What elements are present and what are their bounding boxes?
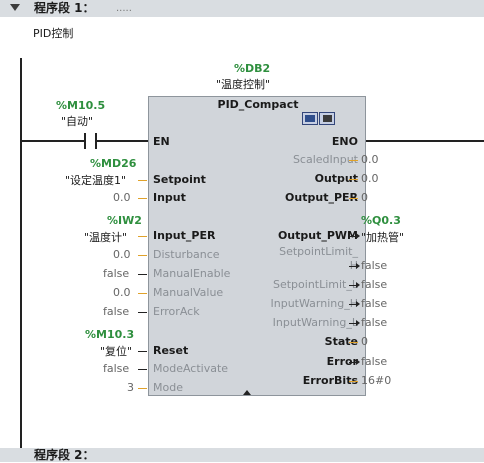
pin-manual-enable: ManualEnable <box>153 267 231 280</box>
input-warning-l-value[interactable]: false <box>361 316 388 329</box>
setpoint-operand-name[interactable]: "设定温度1" <box>65 174 127 187</box>
pin-error-bits: ErrorBits <box>302 374 358 387</box>
pin-error: Error <box>326 355 358 368</box>
input-wire <box>138 198 147 199</box>
manual-value-value[interactable]: 0.0 <box>113 286 131 299</box>
output-wire <box>349 179 358 180</box>
network-1-title: 程序段 1： <box>34 1 95 15</box>
error-ack-wire <box>138 312 147 313</box>
pin-input-warning-l: InputWarning_L <box>272 316 358 329</box>
contact-operand-name[interactable]: "自动" <box>61 115 94 128</box>
output-per-value[interactable]: 0 <box>361 191 368 204</box>
contact-left-bar[interactable] <box>84 133 86 149</box>
input-value[interactable]: 0.0 <box>113 191 131 204</box>
pin-input-warning-h: InputWarning_H <box>270 297 358 310</box>
contact-right-bar[interactable] <box>95 133 97 149</box>
pin-input: Input <box>153 191 186 204</box>
en-wire-right <box>97 140 148 142</box>
pin-error-ack: ErrorAck <box>153 305 200 318</box>
pin-reset: Reset <box>153 344 189 357</box>
block-title: PID_Compact <box>217 98 299 111</box>
scaled-input-wire <box>349 160 358 161</box>
setpoint-limit-l-arrow-icon <box>356 282 360 288</box>
input-warning-h-wire <box>349 304 357 305</box>
setpoint-limit-h-wire <box>349 266 357 267</box>
pin-setpoint-limit-l: SetpointLimit_L <box>272 278 358 291</box>
reset-operand-tag[interactable]: %M10.3 <box>85 328 135 341</box>
setpoint-wire <box>138 180 147 181</box>
en-wire-left <box>22 140 85 142</box>
state-value[interactable]: 0 <box>361 335 368 348</box>
block-db-tag[interactable]: %DB2 <box>234 62 271 75</box>
setpoint-limit-h-value[interactable]: false <box>361 259 388 272</box>
pin-setpoint-limit-h-line2: H <box>350 259 358 272</box>
pin-mode: Mode <box>153 381 183 394</box>
input-warning-l-wire <box>349 323 357 324</box>
block-param-icon[interactable] <box>319 112 335 125</box>
contact-operand-tag[interactable]: %M10.5 <box>56 99 106 112</box>
mode-activate-value[interactable]: false <box>103 362 130 375</box>
pin-input-per: Input_PER <box>153 229 216 242</box>
output-value[interactable]: 0.0 <box>361 172 379 185</box>
input-per-wire <box>138 236 147 237</box>
pin-eno: ENO <box>331 135 358 148</box>
output-pwm-wire <box>349 236 357 237</box>
network-2-header[interactable] <box>0 448 484 462</box>
state-wire <box>349 342 358 343</box>
output-pwm-operand-name[interactable]: "加热管" <box>361 231 405 244</box>
network-1-comment-placeholder[interactable]: ..... <box>116 3 132 14</box>
pin-en: EN <box>153 135 170 148</box>
mode-wire <box>138 388 147 389</box>
reset-wire <box>138 351 147 352</box>
input-warning-h-arrow-icon <box>356 301 360 307</box>
pid-compact-block[interactable]: PID_Compact <box>148 96 366 396</box>
input-warning-l-arrow-icon <box>356 320 360 326</box>
setpoint-operand-tag[interactable]: %MD26 <box>90 157 137 170</box>
manual-enable-value[interactable]: false <box>103 267 130 280</box>
eno-wire <box>366 140 484 142</box>
mode-activate-wire <box>138 369 147 370</box>
block-toolbar-icon[interactable] <box>302 112 318 125</box>
power-rail <box>20 58 22 448</box>
pin-output-per: Output_PER <box>285 191 358 204</box>
pin-mode-activate: ModeActivate <box>153 362 229 375</box>
pin-output: Output <box>314 172 358 185</box>
pin-setpoint-limit-h-line1: SetpointLimit_ <box>279 245 358 258</box>
setpoint-limit-h-arrow-icon <box>356 263 360 269</box>
pin-manual-value: ManualValue <box>153 286 224 299</box>
error-bits-wire <box>349 381 358 382</box>
scaled-input-value[interactable]: 0.0 <box>361 153 379 166</box>
pin-output-pwm: Output_PWM <box>277 229 358 242</box>
pin-state: State <box>324 335 358 348</box>
error-bits-value[interactable]: 16#0 <box>361 374 392 387</box>
error-ack-value[interactable]: false <box>103 305 130 318</box>
error-value[interactable]: false <box>361 355 388 368</box>
mode-value[interactable]: 3 <box>127 381 134 394</box>
network-1-header[interactable] <box>0 0 484 17</box>
error-wire <box>349 362 357 363</box>
pin-disturbance: Disturbance <box>153 248 220 261</box>
network-2-title: 程序段 2： <box>34 448 95 462</box>
reset-operand-name[interactable]: "复位" <box>100 345 133 358</box>
manual-enable-wire <box>138 274 147 275</box>
pin-setpoint: Setpoint <box>153 173 206 186</box>
block-db-name[interactable]: "温度控制" <box>216 78 271 91</box>
expand-arrow-icon[interactable] <box>243 390 251 395</box>
setpoint-limit-l-value[interactable]: false <box>361 278 388 291</box>
output-pwm-arrow-icon <box>356 233 360 239</box>
disturbance-wire <box>138 255 147 256</box>
network-1-comment[interactable]: PID控制 <box>33 27 74 40</box>
input-warning-h-value[interactable]: false <box>361 297 388 310</box>
setpoint-limit-l-wire <box>349 285 357 286</box>
input-per-operand-tag[interactable]: %IW2 <box>107 214 142 227</box>
output-pwm-operand-tag[interactable]: %Q0.3 <box>361 214 401 227</box>
output-per-wire <box>349 198 358 199</box>
collapse-triangle-icon[interactable] <box>10 4 20 11</box>
disturbance-value[interactable]: 0.0 <box>113 248 131 261</box>
pin-scaled-input: ScaledInput <box>292 153 358 166</box>
manual-value-wire <box>138 293 147 294</box>
error-arrow-icon <box>356 359 360 365</box>
input-per-operand-name[interactable]: "温度计" <box>84 231 128 244</box>
